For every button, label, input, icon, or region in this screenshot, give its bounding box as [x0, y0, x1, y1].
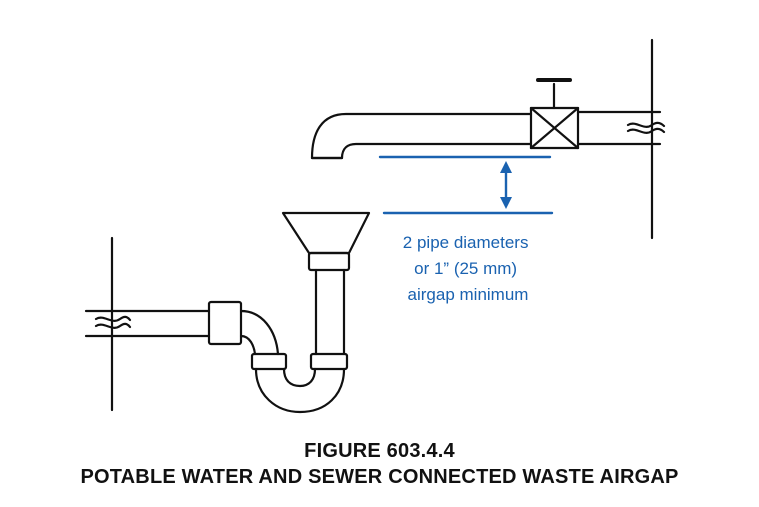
gate-valve-icon	[529, 78, 580, 150]
double-arrow-icon	[500, 161, 512, 209]
figure-number: FIGURE 603.4.4	[304, 440, 455, 462]
waste-arm-coupling	[207, 300, 243, 346]
faucet-spout	[310, 112, 533, 160]
airgap-annotation-line-3: airgap minimum	[408, 285, 529, 304]
waste-pipe	[84, 309, 211, 338]
pipe-break-icon	[626, 121, 666, 134]
airgap-annotation: 2 pipe diameters or 1” (25 mm) airgap mi…	[403, 233, 533, 304]
trap-arm-bend	[239, 309, 280, 356]
tailpiece	[314, 268, 346, 356]
airgap-annotation-line-2: or 1” (25 mm)	[414, 259, 517, 278]
airgap-diagram: 2 pipe diameters or 1” (25 mm) airgap mi…	[84, 38, 666, 414]
pipe-break-icon	[94, 315, 132, 329]
funnel	[281, 211, 371, 255]
trap-left-coupling	[250, 352, 288, 371]
trap-right-coupling	[309, 352, 349, 371]
figure-title: POTABLE WATER AND SEWER CONNECTED WASTE …	[80, 466, 679, 488]
supply-pipe	[576, 110, 662, 146]
trap-u-bend	[254, 367, 346, 414]
airgap-annotation-line-1: 2 pipe diameters	[403, 233, 529, 252]
funnel-coupling	[307, 251, 351, 272]
